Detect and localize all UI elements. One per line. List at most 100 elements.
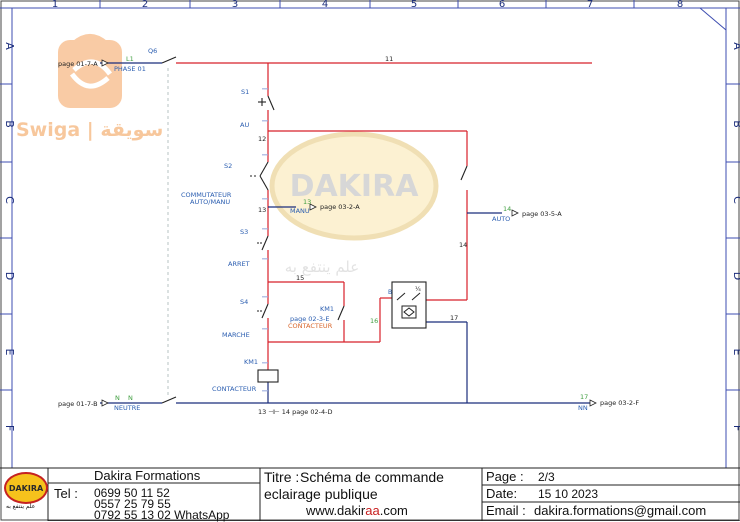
- label-contacteur-coil: CONTACTEUR: [212, 385, 257, 393]
- tel-label: Tel :: [54, 486, 78, 501]
- label-n1: N: [115, 394, 120, 402]
- arrow-page-01-7-a: [101, 59, 109, 67]
- label-marche: MARCHE: [222, 331, 250, 339]
- dakira-logo-subtext: علم ينتفع به: [6, 504, 36, 510]
- row-label-b: B: [3, 120, 16, 128]
- label-wire-11: 11: [385, 55, 393, 63]
- label-page-03-2-a: page 03-2-A: [320, 203, 360, 211]
- label-contacteur-link: CONTACTEUR: [288, 322, 333, 330]
- label-n2: N: [128, 394, 133, 402]
- label-neutre: NEUTRE: [114, 404, 140, 412]
- label-wire-15: 15: [296, 274, 304, 282]
- titre-label: Titre :: [264, 469, 300, 485]
- q6-breaker: [161, 56, 177, 404]
- s4-start-button: [257, 303, 269, 319]
- label-l1: L1: [126, 55, 134, 63]
- label-wire-16: 16: [370, 317, 378, 325]
- arabic-watermark-text: علم ينتفع به: [285, 258, 359, 276]
- s1-pushbutton: [258, 95, 275, 111]
- dakira-watermark: DAKIRA علم ينتفع به: [269, 131, 439, 276]
- website-accent: aa: [365, 503, 380, 518]
- label-au: AU: [240, 121, 249, 129]
- label-s4: S4: [240, 298, 248, 306]
- row-label-d-right: D: [731, 272, 740, 280]
- arrow-page-03-5-a: [511, 209, 519, 217]
- twilight-switch: B ¼: [388, 281, 427, 329]
- row-label-c-right: C: [731, 196, 740, 204]
- label-page-01-7-b: page 01-7-B: [58, 400, 98, 408]
- email-value[interactable]: dakira.formations@gmail.com: [534, 503, 707, 518]
- label-auto: AUTO: [492, 215, 510, 223]
- label-page-02-3-e: page 02-3-E: [290, 315, 330, 323]
- arrow-page-03-2-f: [589, 399, 597, 407]
- label-page-01-7-a: page 01-7-A: [58, 60, 98, 68]
- row-label-a: A: [3, 42, 16, 50]
- label-commutateur-2: AUTO/MANU: [190, 198, 230, 206]
- label-commutateur-1: COMMUTATEUR: [181, 191, 232, 199]
- swiga-watermark: Swiga | سويقة: [16, 34, 163, 141]
- titre-line-2: eclairage publique: [264, 486, 378, 502]
- phone-3: 0792 55 13 02 WhatsApp: [94, 508, 230, 522]
- label-s1: S1: [241, 88, 249, 96]
- row-label-e: E: [3, 349, 16, 356]
- row-label-b-right: B: [731, 120, 740, 128]
- col-label-5: 5: [411, 0, 417, 10]
- col-label-8: 8: [677, 0, 683, 10]
- label-nn: NN: [578, 404, 588, 412]
- label-s3: S3: [240, 228, 248, 236]
- label-nn-num: 17: [580, 393, 588, 401]
- km1-coil: [257, 369, 279, 383]
- company-name: Dakira Formations: [94, 468, 201, 483]
- row-label-f: F: [3, 425, 16, 431]
- label-wire-17: 17: [450, 314, 458, 322]
- label-q6: Q6: [148, 47, 157, 55]
- label-auto-num: 14: [503, 205, 511, 213]
- arrow-page-01-7-b: [101, 399, 109, 407]
- km1-aux-contact: [337, 305, 345, 321]
- row-label-a-right: A: [731, 42, 740, 50]
- label-manu: MANU: [290, 207, 310, 215]
- dakira-brand-text: DAKIRA: [290, 169, 420, 204]
- date-value: 15 10 2023: [538, 487, 599, 501]
- row-label-d: D: [3, 272, 16, 280]
- arrow-page-03-2-a: [309, 203, 317, 211]
- page-value: 2/3: [538, 470, 555, 484]
- row-label-f-right: F: [731, 425, 740, 431]
- label-phase-01: PHASE 01: [114, 65, 146, 73]
- page-label: Page :: [486, 469, 524, 484]
- label-km1-contact: KM1: [320, 305, 334, 313]
- s3-stop-button: [257, 235, 269, 251]
- label-wire-13: 13: [258, 206, 266, 214]
- row-label-c: C: [3, 196, 16, 204]
- dakira-logo-text: DAKIRA: [8, 483, 44, 493]
- swiga-brand-text: Swiga | سويقة: [16, 119, 163, 141]
- col-label-1: 1: [52, 0, 58, 10]
- label-s2: S2: [224, 162, 232, 170]
- titre-line-1: Schéma de commande: [300, 469, 444, 485]
- label-bottom-cross-ref: 13 ⊣⊢ 14 page 02-4-D: [258, 408, 332, 416]
- label-manu-num: 13: [303, 198, 311, 206]
- col-label-7: 7: [587, 0, 593, 10]
- svg-text:B: B: [388, 289, 392, 296]
- phone-2: 0557 25 79 55: [94, 497, 171, 511]
- date-label: Date:: [486, 486, 518, 501]
- website-pre: www.dakir: [306, 503, 366, 518]
- website-link[interactable]: www.dakiraa.com: [306, 503, 408, 518]
- phone-1: 0699 50 11 52: [94, 486, 170, 500]
- col-label-3: 3: [232, 0, 238, 10]
- email-label: Email :: [486, 503, 526, 518]
- col-label-2: 2: [142, 0, 148, 10]
- label-wire-12: 12: [258, 135, 266, 143]
- row-label-e-right: E: [731, 349, 740, 356]
- col-label-4: 4: [322, 0, 328, 10]
- col-label-6: 6: [499, 0, 505, 10]
- label-km1-coil: KM1: [244, 358, 258, 366]
- dakira-logo: DAKIRA: [4, 472, 48, 504]
- auto-contact: [460, 165, 468, 181]
- label-page-03-5-a: page 03-5-A: [522, 210, 562, 218]
- s2-selector-switch: [250, 161, 269, 191]
- website-post: .com: [379, 503, 408, 518]
- label-wire-14: 14: [459, 241, 467, 249]
- label-arret: ARRET: [228, 260, 250, 268]
